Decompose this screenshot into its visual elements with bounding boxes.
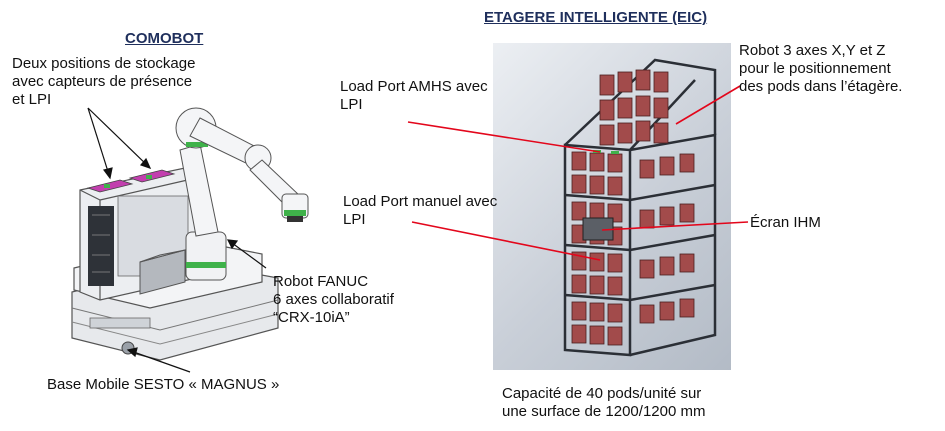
mobile-base-label: Base Mobile SESTO « MAGNUS » [47,376,280,393]
fanuc-robot-arm [175,107,309,281]
comobot-title: COMOBOT [125,30,204,47]
pods-front [571,151,695,346]
storage-trays [86,169,176,193]
eic-title: ETAGERE INTELLIGENTE (EIC) [484,9,708,26]
robot-3-axes-label: Robot 3 axes X,Y et Z pour le positionne… [739,42,903,95]
load-port-amhs-label: Load Port AMHS avec LPI [340,78,488,113]
pods-top [599,69,669,146]
load-port-manual-label: Load Port manuel avec LPI [343,193,498,228]
fanuc-robot-label: Robot FANUC 6 axes collaboratif “CRX-10i… [273,273,394,326]
right-pointer-lines [407,85,749,261]
left-pointer-lines [87,107,267,373]
storage-positions-label: Deux positions de stockage avec capteurs… [12,55,196,108]
capacity-label: Capacité de 40 pods/unité sur une surfac… [502,385,706,420]
hmi-screen-label: Écran IHM [750,214,821,231]
